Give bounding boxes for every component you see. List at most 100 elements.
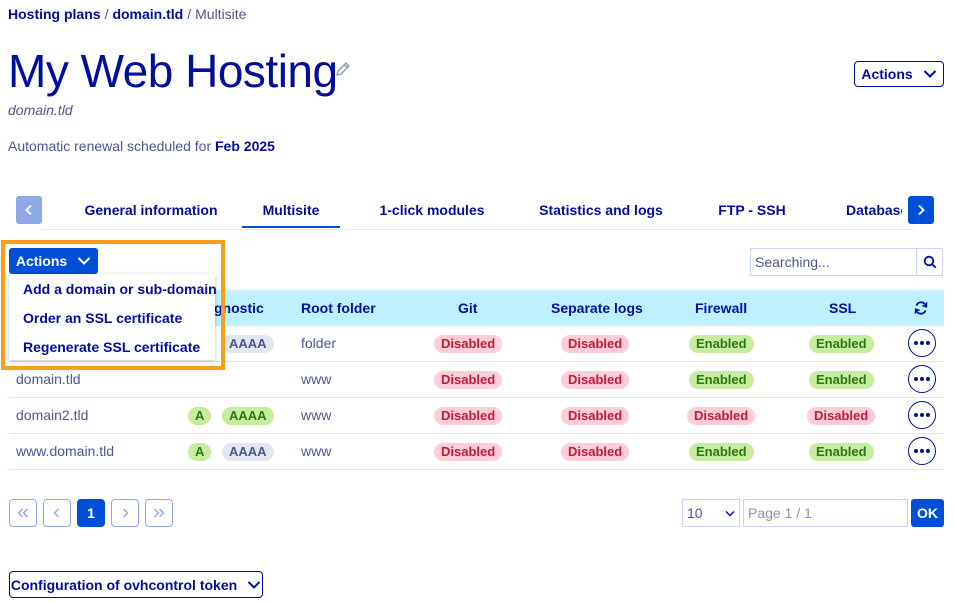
column-separate-logs[interactable]: Separate logs xyxy=(551,300,643,316)
dot xyxy=(920,341,924,345)
dot xyxy=(914,413,918,417)
table-row: www.domain.tld A AAAA www Disabled Disab… xyxy=(9,434,944,470)
chevron-right-icon xyxy=(918,204,925,216)
page-jump-input[interactable] xyxy=(743,499,908,527)
root-folder-cell: www xyxy=(301,443,332,459)
git-status-badge: Disabled xyxy=(434,371,503,389)
actions-dropdown-menu: Add a domain or sub-domain Order an SSL … xyxy=(9,274,217,360)
renewal-info: Automatic renewal scheduled for Feb 2025 xyxy=(8,138,275,154)
breadcrumb-current: Multisite xyxy=(195,6,247,22)
renewal-date: Feb 2025 xyxy=(215,138,275,154)
chevron-left-icon xyxy=(25,204,32,216)
dot xyxy=(914,449,918,453)
chevron-right-icon xyxy=(123,508,129,518)
logs-status-badge: Disabled xyxy=(561,371,630,389)
chevron-left-icon xyxy=(53,508,59,518)
next-page-button[interactable] xyxy=(111,499,139,527)
tab-general-information[interactable]: General information xyxy=(84,202,218,218)
page-ok-button[interactable]: OK xyxy=(911,499,944,527)
per-page-value: 10 xyxy=(687,505,703,521)
double-chevron-left-icon xyxy=(17,508,28,518)
domain-cell: www.domain.tld xyxy=(16,443,115,459)
row-more-actions-button[interactable] xyxy=(908,365,936,393)
breadcrumb-separator: / xyxy=(104,6,109,22)
column-git[interactable]: Git xyxy=(458,300,478,316)
chevron-down-icon xyxy=(77,257,91,265)
row-more-actions-button[interactable] xyxy=(908,437,936,465)
ssl-status-badge: Enabled xyxy=(809,443,874,461)
domain-cell: domain2.tld xyxy=(16,407,89,423)
aaaa-badge: AAAA xyxy=(222,443,274,461)
header-actions-label: Actions xyxy=(861,66,913,82)
git-status-badge: Disabled xyxy=(434,443,503,461)
menu-item-regenerate-ssl[interactable]: Regenerate SSL certificate xyxy=(23,339,201,355)
dot xyxy=(926,341,930,345)
search-input[interactable] xyxy=(751,249,916,275)
ovhcontrol-token-label: Configuration of ovhcontrol token xyxy=(10,576,238,593)
double-chevron-right-icon xyxy=(154,508,165,518)
menu-item-order-ssl[interactable]: Order an SSL certificate xyxy=(23,310,183,326)
column-root-folder[interactable]: Root folder xyxy=(301,300,376,316)
tabs-divider xyxy=(42,229,914,230)
breadcrumb-separator: / xyxy=(187,6,192,22)
multisite-actions-button[interactable]: Actions xyxy=(9,248,98,274)
first-page-button[interactable] xyxy=(9,499,37,527)
tab-multisite[interactable]: Multisite xyxy=(242,196,340,228)
column-diagnostic[interactable]: gnostic xyxy=(214,300,264,316)
ovhcontrol-token-button[interactable]: Configuration of ovhcontrol token xyxy=(9,571,263,598)
git-status-badge: Disabled xyxy=(434,335,503,353)
ssl-status-badge: Enabled xyxy=(809,371,874,389)
table-row: AAAA folder Disabled Disabled Enabled En… xyxy=(9,326,944,362)
previous-page-button[interactable] xyxy=(43,499,71,527)
breadcrumb: Hosting plans / domain.tld / Multisite xyxy=(8,6,246,22)
dot xyxy=(920,377,924,381)
git-status-badge: Disabled xyxy=(434,407,503,425)
header-actions-button[interactable]: Actions xyxy=(854,61,944,87)
ssl-status-badge: Enabled xyxy=(809,335,874,353)
logs-status-badge: Disabled xyxy=(561,443,630,461)
multisite-actions-label: Actions xyxy=(15,253,68,269)
tab-databases[interactable]: Databases xyxy=(846,202,902,218)
dot xyxy=(920,413,924,417)
per-page-select[interactable]: 10 xyxy=(682,499,740,527)
row-more-actions-button[interactable] xyxy=(908,329,936,357)
logs-status-badge: Disabled xyxy=(561,407,630,425)
breadcrumb-domain[interactable]: domain.tld xyxy=(112,6,184,22)
aaaa-badge: AAAA xyxy=(222,407,274,425)
breadcrumb-hosting-plans[interactable]: Hosting plans xyxy=(8,6,101,22)
root-folder-cell: www xyxy=(301,371,332,387)
tabs-scroll-left-button[interactable] xyxy=(16,196,42,224)
ssl-status-badge: Disabled xyxy=(807,407,876,425)
firewall-status-badge: Disabled xyxy=(687,407,756,425)
pencil-icon[interactable] xyxy=(334,60,352,78)
chevron-down-icon xyxy=(725,510,735,517)
dot xyxy=(926,377,930,381)
row-more-actions-button[interactable] xyxy=(908,401,936,429)
renewal-text: Automatic renewal scheduled for xyxy=(8,138,215,154)
firewall-status-badge: Enabled xyxy=(689,335,754,353)
tab-ftp-ssh[interactable]: FTP - SSH xyxy=(718,202,786,218)
dot xyxy=(926,449,930,453)
root-folder-cell: folder xyxy=(301,335,337,351)
root-folder-cell: www xyxy=(301,407,332,423)
search-button[interactable] xyxy=(916,249,942,275)
dot xyxy=(914,377,918,381)
dot xyxy=(914,341,918,345)
a-record-badge: A xyxy=(188,443,212,461)
page-number-button[interactable]: 1 xyxy=(77,499,105,527)
page-title: My Web Hosting xyxy=(8,45,338,97)
tabs-scroll-right-button[interactable] xyxy=(908,196,934,224)
chevron-down-icon xyxy=(923,70,936,78)
tab-1-click-modules[interactable]: 1-click modules xyxy=(379,202,485,218)
menu-item-add-domain[interactable]: Add a domain or sub-domain xyxy=(23,281,217,297)
column-ssl[interactable]: SSL xyxy=(829,300,857,316)
tab-statistics-and-logs[interactable]: Statistics and logs xyxy=(539,202,663,218)
last-page-button[interactable] xyxy=(145,499,173,527)
table-row: domain.tld www Disabled Disabled Enabled… xyxy=(9,362,944,398)
tab-bar: General information Multisite 1-click mo… xyxy=(42,196,902,230)
column-firewall[interactable]: Firewall xyxy=(695,300,748,316)
logs-status-badge: Disabled xyxy=(561,335,630,353)
search-icon xyxy=(923,255,936,269)
refresh-icon[interactable] xyxy=(914,301,928,315)
domain-cell: domain.tld xyxy=(16,371,81,387)
